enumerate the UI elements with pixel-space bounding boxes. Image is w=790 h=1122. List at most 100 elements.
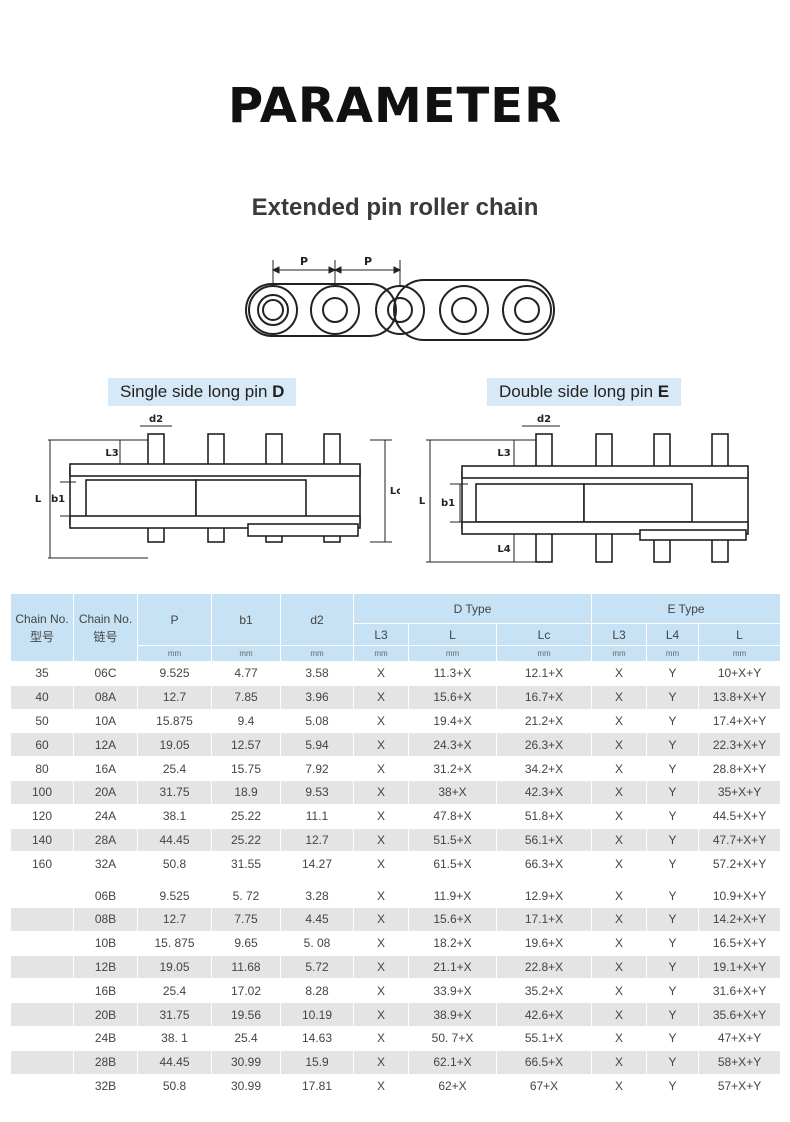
table-cell: X [353, 906, 409, 932]
table-cell: 9.65 [211, 930, 281, 956]
table-cell: 40 [10, 684, 74, 710]
table-cell: 38. 1 [137, 1025, 212, 1051]
table-cell: 57+X+Y [697, 1073, 782, 1099]
table-cell: 47.7+X+Y [697, 827, 782, 853]
unit-d2: mm [280, 645, 354, 662]
caption-double-code: E [657, 382, 670, 401]
caption-single-code: D [272, 382, 285, 401]
table-cell: 140 [10, 827, 74, 853]
table-cell: 15.6+X [408, 906, 497, 932]
table-cell: 38+X [408, 779, 497, 805]
table-cell: 19.1+X+Y [697, 954, 782, 980]
double-side-pin-diagram: d2 L3 L b1 L4 [419, 414, 749, 563]
table-cell: 120 [10, 803, 74, 829]
table-cell: X [353, 930, 409, 956]
table-cell: X [591, 803, 647, 829]
table-cell: 35 [10, 661, 74, 686]
table-cell: 13.8+X+Y [697, 684, 782, 710]
table-cell [10, 1002, 74, 1027]
table-cell: 06C [73, 661, 138, 686]
table-cell: 12.57 [211, 732, 281, 758]
table-cell: X [591, 827, 647, 853]
header-d-l: L [408, 623, 497, 646]
table-cell: Y [646, 906, 699, 932]
table-cell: Y [646, 827, 699, 853]
table-cell: 20A [73, 779, 138, 805]
table-cell: 7.85 [211, 684, 281, 710]
table-cell: 28B [73, 1049, 138, 1075]
table-cell: 15.875 [137, 708, 212, 734]
table-cell: 11.9+X [408, 883, 497, 908]
table-cell: X [591, 1049, 647, 1075]
caption-single-side: Single side long pin D [108, 378, 297, 406]
table-cell: 10.9+X+Y [697, 883, 782, 908]
table-cell: 22.8+X [496, 954, 592, 980]
table-cell: 31.6+X+Y [697, 978, 782, 1004]
table-cell: 12.7 [137, 906, 212, 932]
table-cell: Y [646, 661, 699, 686]
table-cell: 08A [73, 684, 138, 710]
header-e-l: L [697, 623, 782, 646]
table-cell: 26.3+X [496, 732, 592, 758]
table-cell: Y [646, 851, 699, 877]
table-cell: 5.08 [280, 708, 354, 734]
table-cell: 61.5+X [408, 851, 497, 877]
table-cell: 3.28 [280, 883, 354, 908]
table-cell: 4.77 [211, 661, 281, 686]
header-e-l4: L4 [646, 623, 699, 646]
table-cell: 15. 875 [137, 930, 212, 956]
table-cell: 17.81 [280, 1073, 354, 1099]
table-cell: X [353, 684, 409, 710]
table-cell: 21.2+X [496, 708, 592, 734]
table-cell: 44.45 [137, 827, 212, 853]
table-cell: 5.94 [280, 732, 354, 758]
table-cell: X [591, 708, 647, 734]
table-cell [10, 1025, 74, 1051]
table-cell: X [353, 1002, 409, 1027]
single-label-l3: L3 [105, 448, 118, 459]
table-cell: 19.4+X [408, 708, 497, 734]
table-cell: Y [646, 1002, 699, 1027]
table-cell: 3.58 [280, 661, 354, 686]
header-b1: b1 [211, 593, 281, 646]
table-cell: 51.8+X [496, 803, 592, 829]
table-cell: 15.75 [211, 756, 281, 781]
header-d-type: D Type [353, 593, 592, 624]
table-cell: Y [646, 803, 699, 829]
table-cell: 50. 7+X [408, 1025, 497, 1051]
table-cell: X [353, 732, 409, 758]
unit-b1: mm [211, 645, 281, 662]
unit-d-l3: mm [353, 645, 409, 662]
table-cell: Y [646, 756, 699, 781]
unit-e-l4: mm [646, 645, 699, 662]
double-label-l: L [419, 496, 426, 507]
table-cell: 58+X+Y [697, 1049, 782, 1075]
table-cell: Y [646, 732, 699, 758]
table-cell: X [591, 978, 647, 1004]
table-cell: 18.2+X [408, 930, 497, 956]
table-cell: 25.4 [137, 756, 212, 781]
table-cell: 62.1+X [408, 1049, 497, 1075]
table-cell: 24A [73, 803, 138, 829]
table-cell: X [353, 827, 409, 853]
table-cell: 12.7 [137, 684, 212, 710]
table-cell: 31.2+X [408, 756, 497, 781]
table-cell: 14.2+X+Y [697, 906, 782, 932]
table-cell: 7.75 [211, 906, 281, 932]
table-cell: 50 [10, 708, 74, 734]
table-cell: 34.2+X [496, 756, 592, 781]
table-cell: X [353, 1025, 409, 1051]
table-cell: X [591, 1025, 647, 1051]
table-cell: 31.75 [137, 1002, 212, 1027]
single-label-lc: Lc [390, 486, 400, 497]
table-cell: 16B [73, 978, 138, 1004]
table-cell: Y [646, 779, 699, 805]
table-cell: 33.9+X [408, 978, 497, 1004]
table-cell: X [591, 661, 647, 686]
header-e-l3: L3 [591, 623, 647, 646]
table-cell: X [353, 883, 409, 908]
